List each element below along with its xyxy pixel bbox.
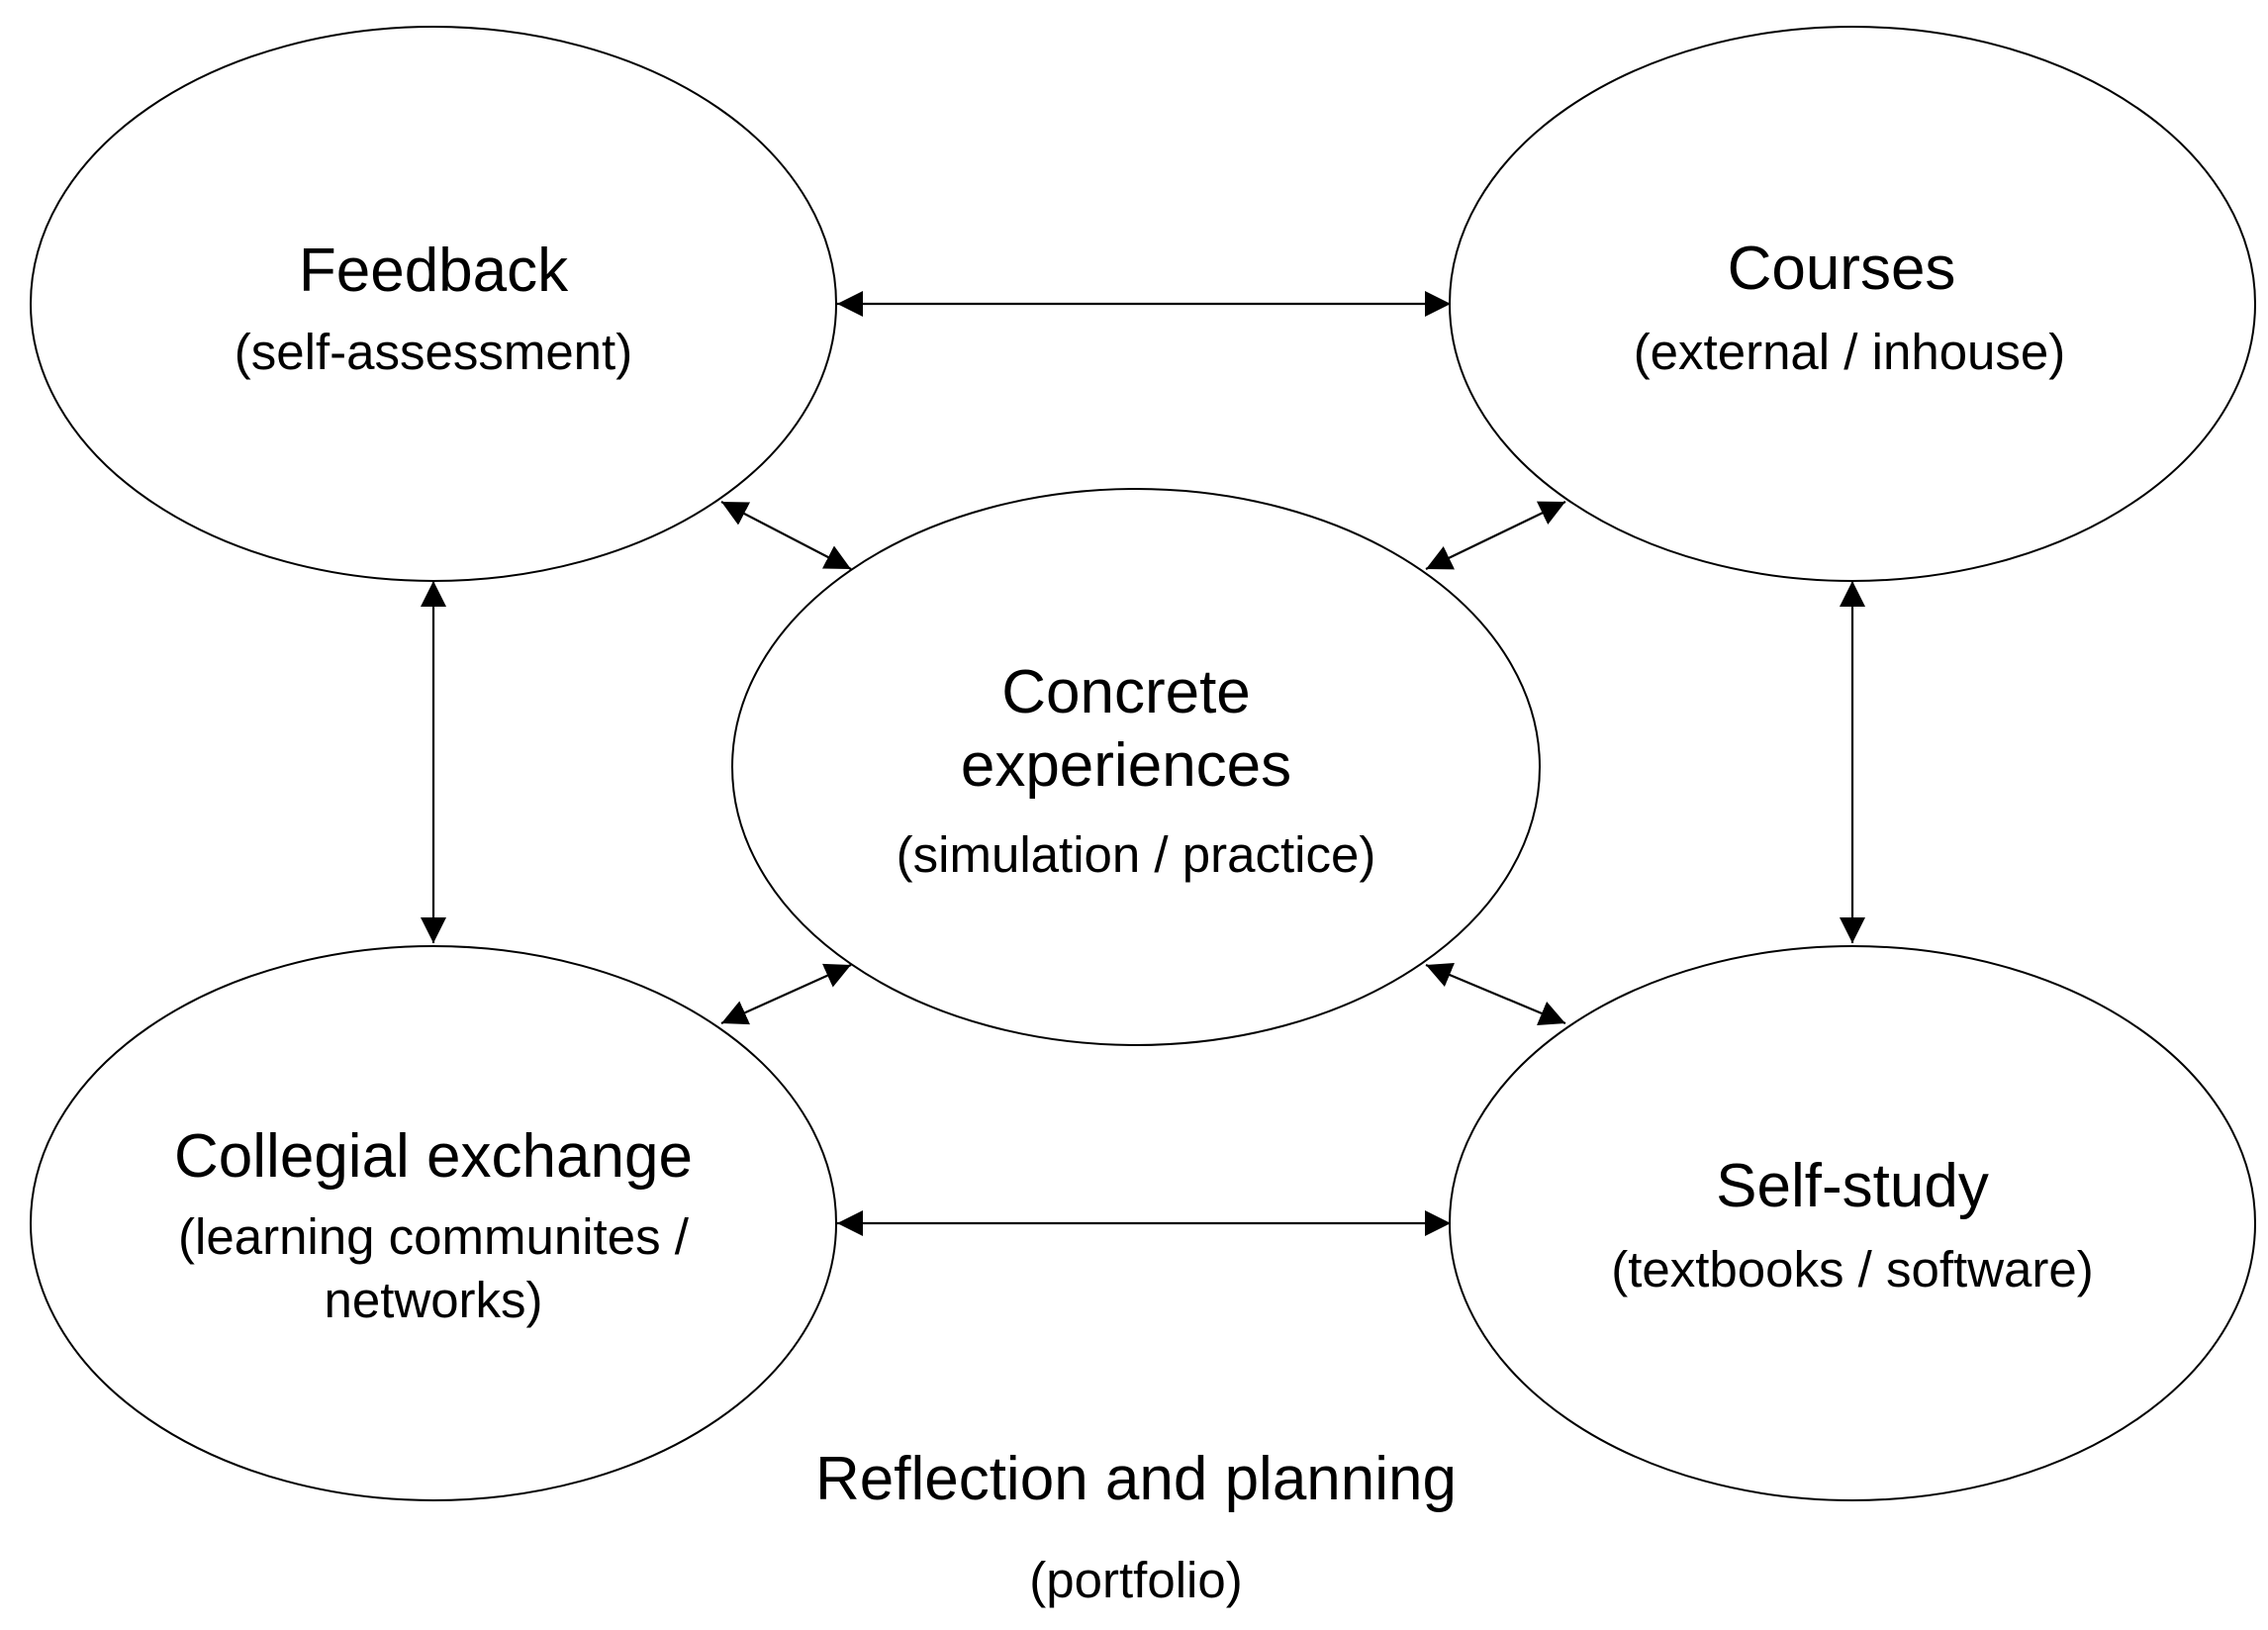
edge-collegial-concrete — [720, 963, 852, 1025]
footer-title: Reflection and planning — [815, 1445, 1457, 1513]
node-courses-title: Courses — [1728, 235, 1956, 303]
node-collegial-title: Collegial exchange — [174, 1122, 693, 1191]
node-feedback: Feedback (self-assessment) — [30, 26, 837, 582]
node-collegial-exchange: Collegial exchange (learning communites … — [30, 945, 837, 1501]
node-selfstudy-ellipse — [1449, 945, 2256, 1501]
node-courses-ellipse — [1449, 26, 2256, 582]
node-concrete-title-line1: Concrete — [1001, 658, 1251, 726]
node-concrete-subtitle: (simulation / practice) — [897, 826, 1376, 883]
node-concrete-experiences: Concrete experiences (simulation / pract… — [731, 488, 1541, 1046]
node-collegial-subtitle-line2: networks) — [324, 1272, 542, 1328]
node-collegial-subtitle-line1: (learning communites / — [178, 1208, 690, 1265]
edge-feedback-concrete — [720, 501, 852, 570]
node-collegial-ellipse — [30, 945, 837, 1501]
edges — [421, 291, 1865, 1236]
node-courses-subtitle: (external / inhouse) — [1634, 324, 2066, 380]
node-selfstudy-title: Self-study — [1716, 1152, 1989, 1220]
node-self-study: Self-study (textbooks / software) — [1449, 945, 2256, 1501]
footer-subtitle: (portfolio) — [1029, 1552, 1242, 1608]
node-feedback-subtitle: (self-assessment) — [235, 324, 632, 380]
edge-courses-concrete — [1425, 501, 1566, 570]
footer: Reflection and planning (portfolio) — [815, 1445, 1457, 1608]
edge-selfstudy-concrete — [1425, 963, 1566, 1025]
node-concrete-title-line2: experiences — [961, 731, 1291, 800]
node-selfstudy-subtitle: (textbooks / software) — [1611, 1241, 2094, 1297]
node-feedback-ellipse — [30, 26, 837, 582]
node-feedback-title: Feedback — [299, 237, 569, 305]
node-courses: Courses (external / inhouse) — [1449, 26, 2256, 582]
node-concrete-ellipse — [731, 488, 1541, 1046]
